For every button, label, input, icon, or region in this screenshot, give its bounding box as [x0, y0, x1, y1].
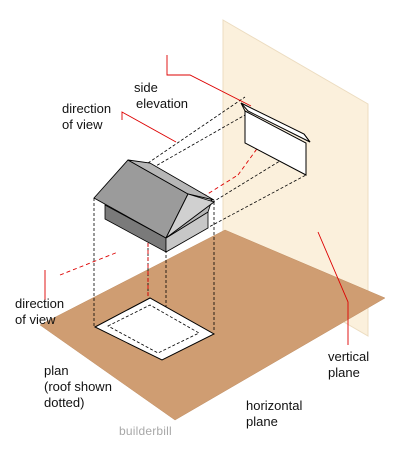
watermark: builderbill [119, 424, 172, 438]
horizontal-plane-label-2: plane [246, 414, 278, 429]
direction-of-view-top-label-2: of view [62, 117, 103, 132]
roof-gable-end [165, 193, 215, 239]
direction-of-view-left-label-2: of view [15, 312, 56, 327]
side-elevation-drawing [240, 102, 311, 176]
plan-note-label-2: dotted) [44, 395, 85, 410]
direction-of-view-top-label: direction [62, 101, 112, 116]
horizontal-plane [39, 229, 386, 421]
elevation-label: elevation [136, 96, 189, 111]
roof-right-slope [127, 159, 215, 201]
vertical-plane-label-2: plane [328, 365, 360, 380]
plan-note-label: (roof shown [44, 379, 112, 394]
plan-drawing [93, 297, 216, 361]
plan-label: plan [44, 363, 69, 378]
vertical-plane-label: vertical [328, 349, 370, 364]
house-model [93, 159, 215, 253]
horizontal-plane-label: horizontal [246, 398, 303, 413]
direction-of-view-left-label: direction [15, 296, 65, 311]
side-label: side [134, 80, 158, 95]
label-leaders [44, 55, 349, 345]
